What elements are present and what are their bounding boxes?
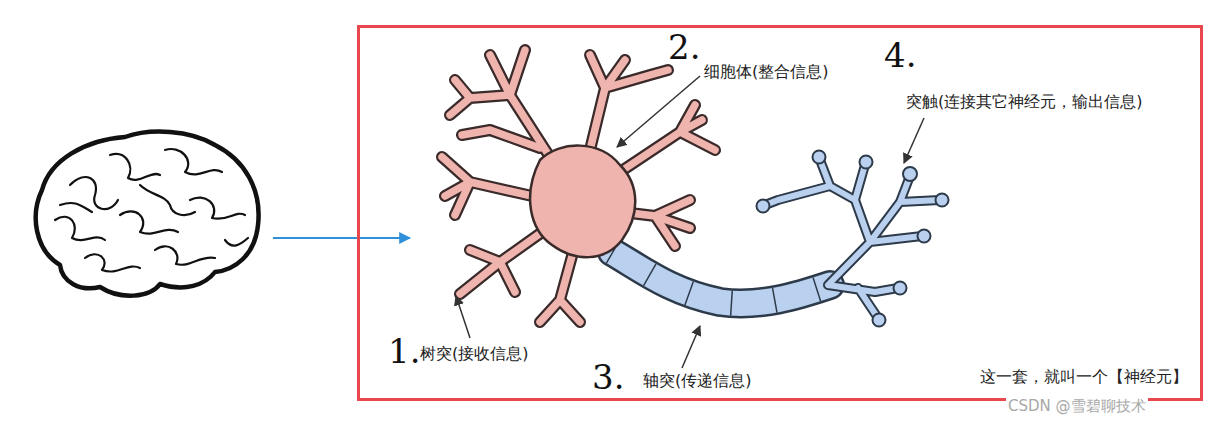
callout-number: 1. xyxy=(388,334,420,368)
part-label: 轴突(传递信息) xyxy=(643,371,751,390)
part-label: 树突(接收信息) xyxy=(420,344,528,363)
flow-arrow xyxy=(273,237,410,239)
summary-note: 这一套，就叫一个【神经元】 xyxy=(980,367,1188,388)
callout-number: 3. xyxy=(592,360,624,394)
leader-lines xyxy=(456,76,924,368)
axon-terminals xyxy=(757,151,949,327)
part-label: 细胞体(整合信息) xyxy=(704,62,828,81)
cell-body xyxy=(530,146,635,258)
axon xyxy=(612,252,830,304)
part-label: 突触(连接其它神经元，输出信息) xyxy=(906,92,1142,111)
callout-number: 2. xyxy=(668,30,700,64)
callout-number: 4. xyxy=(884,38,916,72)
brain-drawing xyxy=(36,132,259,296)
watermark: CSDN @雪碧聊技术 xyxy=(1006,397,1148,415)
